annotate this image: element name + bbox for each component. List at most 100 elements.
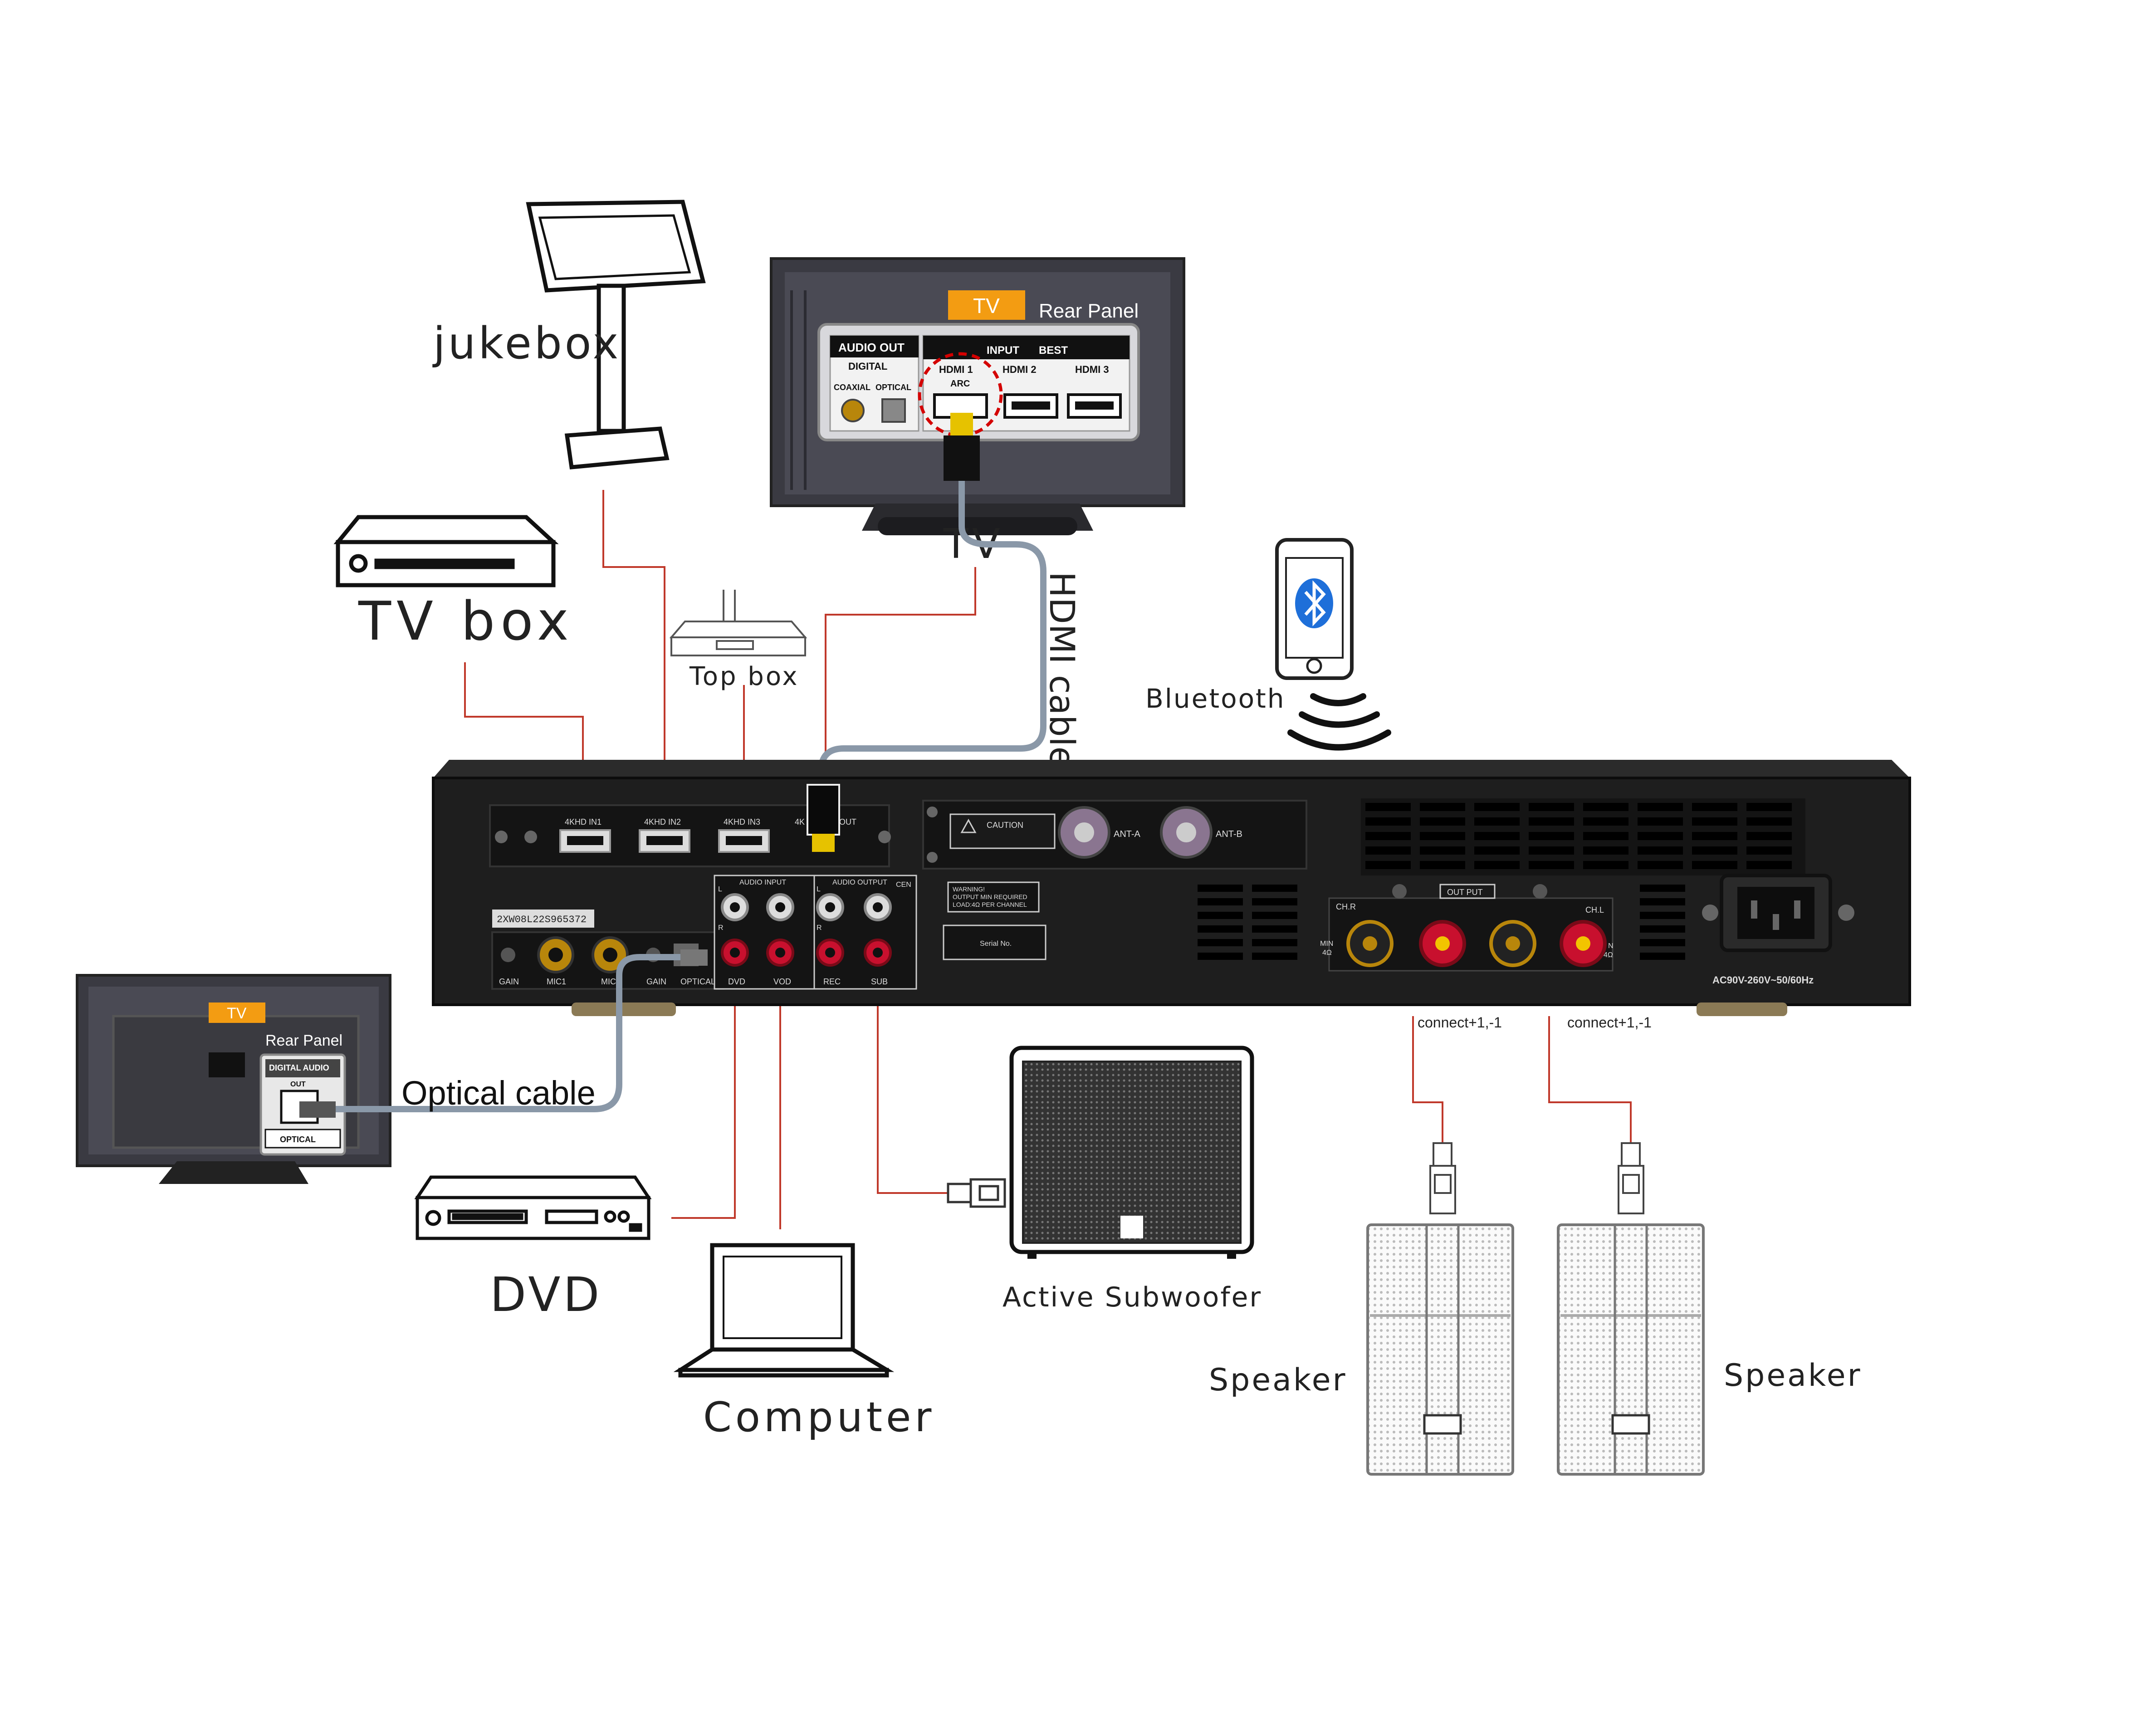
speaker-right-icon <box>1557 1142 1705 1476</box>
vent-slot <box>1638 832 1683 840</box>
vent-slot <box>1692 861 1737 869</box>
vent-slot <box>1420 846 1465 855</box>
optical-plug-amp <box>680 949 708 966</box>
vent-slot <box>1252 912 1297 919</box>
subwoofer-label: Active Subwoofer <box>1002 1281 1262 1313</box>
vent-slot <box>1583 803 1628 811</box>
hdmi-cable-label: HDMI cable <box>1042 572 1082 768</box>
connect-right-label: connect+1,-1 <box>1567 1014 1652 1031</box>
vent-slot <box>1474 803 1520 811</box>
amp-cen-label: CEN <box>896 881 911 889</box>
amp-chr-label: CH.R <box>1336 902 1356 911</box>
vent-slot <box>1583 846 1628 855</box>
tv-top-badge <box>948 290 1025 320</box>
vent-slot <box>1640 925 1685 933</box>
dvd-player-icon <box>414 1175 652 1240</box>
amp-min-right: N <box>1608 942 1614 950</box>
tv-top-optical: OPTICAL <box>875 383 911 392</box>
tv-box-label: TV box <box>358 590 574 652</box>
vent-slot <box>1640 898 1685 905</box>
amp-rca-jacks <box>721 893 892 967</box>
amp-vent-slots <box>1198 803 1792 960</box>
vent-slot <box>1529 846 1574 855</box>
line-dvd <box>671 957 736 1219</box>
amp-speaker-output <box>1328 884 1614 972</box>
vent-slot <box>1420 803 1465 811</box>
vent-slot <box>1529 832 1574 840</box>
amp-input-r: R <box>718 924 724 932</box>
computer-label: Computer <box>703 1394 935 1441</box>
vent-slot <box>1640 912 1685 919</box>
amp-gain2-label: GAIN <box>646 977 666 986</box>
amp-audio-output-label: AUDIO OUTPUT <box>832 879 887 886</box>
tv-top-input: INPUT <box>987 344 1019 357</box>
vent-slot <box>1746 861 1792 869</box>
vent-slot <box>1583 861 1628 869</box>
vent-slot <box>1638 861 1683 869</box>
vent-slot <box>1198 953 1243 960</box>
vent-slot <box>1692 832 1737 840</box>
tv-left-out: OUT <box>290 1081 306 1088</box>
vent-slot <box>1474 817 1520 826</box>
vent-slot <box>1583 832 1628 840</box>
amp-rec-label: REC <box>823 977 841 986</box>
vent-slot <box>1252 953 1297 960</box>
amp-hdmi-in1-label: 4KHD IN1 <box>565 817 601 826</box>
tv-top: TV Rear Panel AUDIO OUT DIGITAL COAXIAL … <box>770 257 1185 535</box>
vent-slot <box>1252 885 1297 892</box>
amp-warning-box <box>947 881 1040 913</box>
optical-cable <box>318 954 694 1112</box>
amp-vod-label: VOD <box>773 977 791 986</box>
amp-ohm-right: 4Ω <box>1604 951 1613 959</box>
vent-slot <box>1692 846 1737 855</box>
vent-slot <box>1252 898 1297 905</box>
amp-warning-1: WARNING! <box>953 885 985 893</box>
tv-box-icon <box>333 515 559 587</box>
vent-slot <box>1638 846 1683 855</box>
amp-serial-no-label: Serial No. <box>980 940 1012 948</box>
vent-slot <box>1365 803 1411 811</box>
optical-plug-tv <box>299 1101 336 1118</box>
vent-slot <box>1692 817 1737 826</box>
tv-left-digital-audio: DIGITAL AUDIO <box>269 1063 329 1072</box>
vent-slot <box>1365 832 1411 840</box>
amp-mic2-label: MIC <box>601 977 616 986</box>
amp-hdmi-port-in1 <box>559 829 611 853</box>
tv-left-optical: OPTICAL <box>280 1135 316 1144</box>
amp-dvd-label: DVD <box>728 977 745 986</box>
vent-slot <box>1198 912 1243 919</box>
vent-slot <box>1420 861 1465 869</box>
vent-slot <box>1474 861 1520 869</box>
amp-gain-label: GAIN <box>499 977 519 986</box>
subwoofer-icon <box>1009 1046 1254 1259</box>
amp-output-l: L <box>817 885 821 893</box>
rca-plug-sub <box>947 1178 1006 1208</box>
bluetooth-label: Bluetooth <box>1145 683 1286 714</box>
speaker-right-label: Speaker <box>1724 1358 1862 1394</box>
top-box-icon <box>669 590 807 656</box>
vent-slot <box>1746 846 1792 855</box>
amp-chl-label: CH.L <box>1585 905 1604 914</box>
vent-slot <box>1746 832 1792 840</box>
line-sub <box>877 957 948 1194</box>
speaker-left-icon <box>1366 1142 1514 1476</box>
top-box-label: Top box <box>689 662 799 691</box>
tv-top-best: BEST <box>1039 344 1068 357</box>
vent-slot <box>1640 885 1685 892</box>
vent-slot <box>1746 803 1792 811</box>
amp-optical-label: OPTICAL <box>680 977 715 986</box>
tv-left: TV Rear Panel DIGITAL AUDIO OUT OPTICAL <box>76 974 391 1184</box>
vent-slot <box>1746 817 1792 826</box>
vent-slot <box>1198 939 1243 946</box>
vent-slot <box>1252 939 1297 946</box>
dvd-label: DVD <box>490 1267 602 1322</box>
tv-top-hdmi3: HDMI 3 <box>1075 364 1109 375</box>
amp-ant-b-label: ANT-B <box>1216 829 1242 839</box>
tv-top-rear-panel: Rear Panel <box>1039 300 1139 322</box>
vent-slot <box>1638 803 1683 811</box>
vent-slot <box>1474 846 1520 855</box>
tv-top-hdmi2: HDMI 2 <box>1002 364 1037 375</box>
optical-cable-label: Optical cable <box>401 1074 596 1112</box>
amp-serial-sticker <box>492 910 594 928</box>
